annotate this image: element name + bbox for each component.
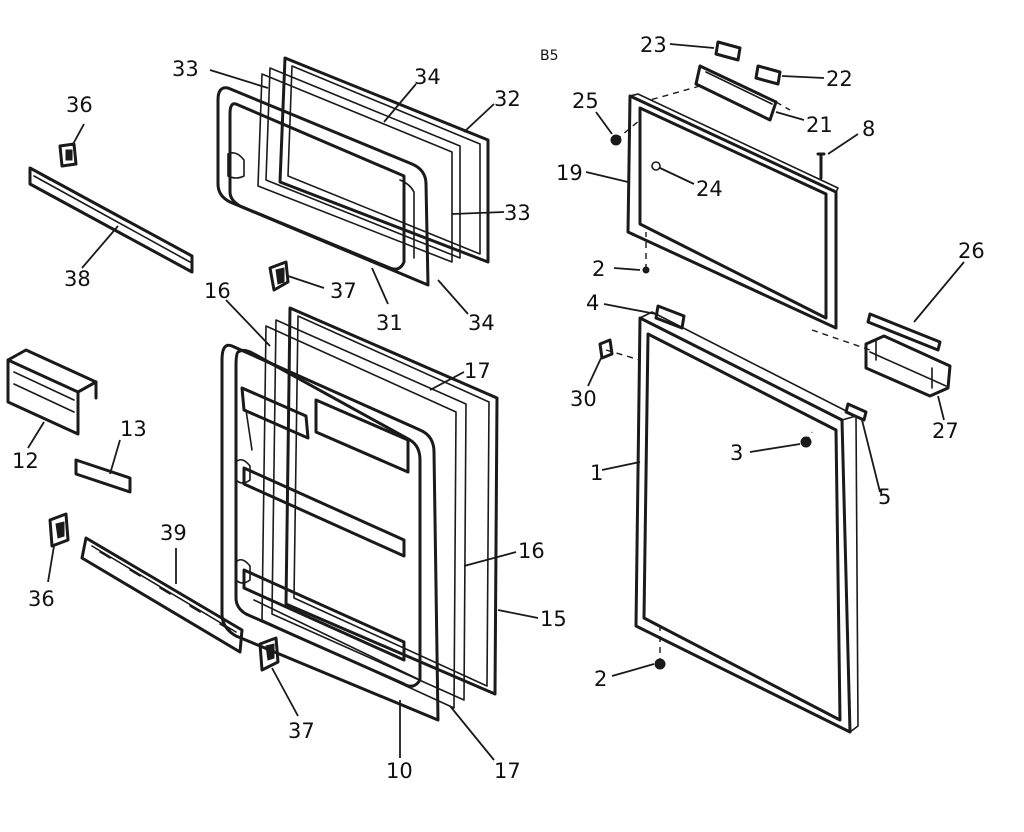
fresh-food-breaker-strip-16-rear — [271, 319, 467, 701]
callout-2-upper: 2 — [592, 257, 605, 281]
callout-22: 22 — [826, 67, 853, 91]
hinge-cap-36-lower — [48, 512, 70, 548]
freezer-door-gasket-32 — [278, 56, 490, 264]
callout-27: 27 — [932, 419, 959, 443]
callout-31: 31 — [376, 311, 403, 335]
diagram-code: B5 — [540, 48, 559, 64]
freezer-door-liner-31 — [216, 86, 430, 287]
leader-lines — [27, 43, 965, 761]
hinge-cap-36-upper — [58, 142, 78, 168]
alignment-lines — [605, 85, 871, 664]
freezer-door-19 — [626, 93, 839, 330]
hinge-pin-5 — [844, 402, 868, 422]
callout-13: 13 — [120, 417, 147, 441]
fresh-food-door-liner-10 — [220, 343, 440, 722]
callout-4: 4 — [586, 291, 599, 315]
handle-trim-38 — [28, 166, 194, 274]
callout-30: 30 — [570, 387, 597, 411]
callout-19: 19 — [556, 161, 583, 185]
label-22 — [754, 64, 782, 86]
callout-34-lower: 34 — [468, 311, 495, 335]
callout-15: 15 — [540, 607, 567, 631]
callout-2-lower: 2 — [594, 667, 607, 691]
callout-33-upper-left: 33 — [172, 57, 199, 81]
hinge-plate-26 — [866, 312, 942, 352]
callouts: 33 34 32 33 34 31 37 36 38 16 17 16 15 1… — [12, 33, 985, 783]
nameplate-13 — [74, 458, 132, 494]
handle-12 — [6, 348, 98, 436]
bushing-30 — [598, 338, 614, 360]
callout-17-lower: 17 — [494, 759, 521, 783]
callout-17-upper: 17 — [464, 359, 491, 383]
fresh-food-breaker-strip-17-rear — [261, 325, 457, 709]
freezer-breaker-strip-33-upper — [257, 73, 453, 263]
plug-24 — [651, 161, 661, 171]
callout-39: 39 — [160, 521, 187, 545]
callout-16-right: 16 — [518, 539, 545, 563]
callout-3: 3 — [730, 441, 743, 465]
callout-37-lower: 37 — [288, 719, 315, 743]
callout-21: 21 — [806, 113, 833, 137]
handle-insert-21 — [694, 64, 778, 122]
handle-trim-39 — [80, 536, 244, 654]
hinge-cap-37-lower — [258, 636, 280, 672]
label-23 — [714, 40, 742, 62]
callout-5: 5 — [878, 485, 891, 509]
callout-36-upper: 36 — [66, 93, 93, 117]
hinge-cap-37-upper — [268, 260, 290, 292]
callout-23: 23 — [640, 33, 667, 57]
hinge-4 — [654, 304, 686, 330]
callout-1: 1 — [590, 461, 603, 485]
callout-33-right: 33 — [504, 201, 531, 225]
callout-8: 8 — [862, 117, 875, 141]
callout-24: 24 — [696, 177, 723, 201]
callout-36-lower: 36 — [28, 587, 55, 611]
callout-12: 12 — [12, 449, 39, 473]
callout-25: 25 — [572, 89, 599, 113]
callout-32: 32 — [494, 87, 521, 111]
fresh-food-door-1 — [634, 311, 859, 734]
fresh-food-door-gasket-15 — [284, 306, 499, 696]
freezer-breaker-strip-34-upper — [265, 67, 461, 259]
callout-38: 38 — [64, 267, 91, 291]
callout-16-upper: 16 — [204, 279, 231, 303]
callout-10: 10 — [386, 759, 413, 783]
center-hinge-27 — [864, 334, 952, 398]
callout-37-upper: 37 — [330, 279, 357, 303]
callout-34-upper: 34 — [414, 65, 441, 89]
screw-8 — [816, 152, 826, 180]
callout-26: 26 — [958, 239, 985, 263]
